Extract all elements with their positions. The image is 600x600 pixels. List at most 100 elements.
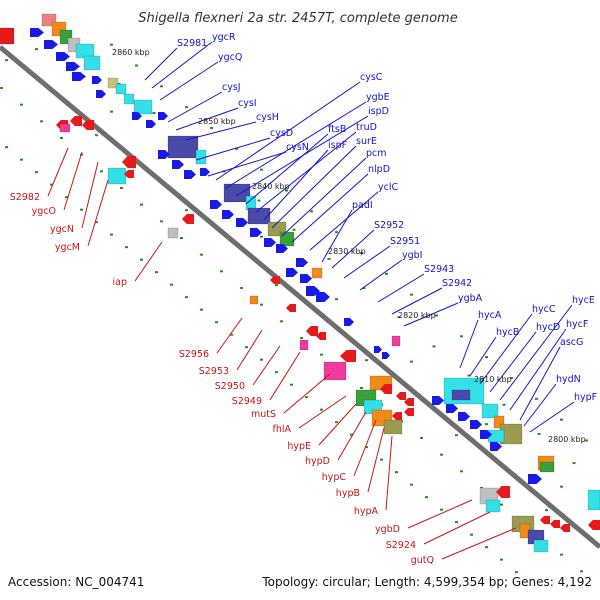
gc-tick [135,64,138,67]
kbp-label: 2860 kbp [112,48,150,57]
upper-leader-line [151,41,213,89]
lower-leader-line [81,161,99,229]
gc-tick [360,251,363,254]
upper-gene-label[interactable]: ispF [328,140,347,151]
upper-gene-label[interactable]: hydN [556,374,581,385]
lower-gene-label[interactable]: S2956 [179,349,209,360]
lower-leader-line [318,403,357,446]
gc-tick [260,168,263,171]
upper-gene-label[interactable]: hycD [536,322,560,333]
gc-tick [585,439,588,442]
gene-block [587,489,600,511]
lower-gene-label[interactable]: S2950 [215,381,245,392]
upper-gene-label[interactable]: cysJ [222,82,241,93]
lower-gene-label[interactable]: ygcN [50,224,74,235]
gene-arrow [344,318,354,326]
gc-tick [275,284,278,287]
gc-tick [420,436,423,439]
gc-tick [365,446,368,449]
upper-gene-label[interactable]: hycC [532,304,556,315]
gene-arrow [396,392,406,400]
lower-gene-label[interactable]: S2953 [199,366,229,377]
upper-gene-label[interactable]: cysD [270,128,293,139]
gc-tick [275,371,278,374]
gc-tick [410,293,413,296]
gc-tick [410,360,413,363]
upper-leader-line [331,229,375,269]
lower-gene-label[interactable]: mutS [251,409,276,420]
upper-gene-label[interactable]: cysI [238,98,257,109]
accession-text: Accession: NC_004741 [8,575,144,589]
upper-gene-label[interactable]: ygbA [458,293,483,304]
gene-arrow [496,486,510,498]
upper-leader-line [263,149,329,221]
gc-tick [285,189,288,192]
gc-tick [60,136,63,139]
gc-tick [560,418,563,421]
gc-tick [455,434,458,437]
lower-gene-label[interactable]: S2982 [10,192,40,203]
gene-block [107,77,119,89]
lower-gene-label[interactable]: hypD [305,456,330,467]
lower-gene-label[interactable]: hypC [322,472,347,483]
upper-gene-label[interactable]: S2951 [390,236,420,247]
upper-gene-label[interactable]: ftsB [328,124,346,135]
upper-gene-label[interactable]: ispD [368,106,389,117]
gene-block [383,419,403,435]
lower-leader-line [87,179,109,247]
gc-tick [230,333,233,336]
gene-arrow [380,384,392,394]
gene-block [279,231,295,247]
lower-gene-label[interactable]: S2949 [232,396,262,407]
upper-gene-label[interactable]: yclC [378,182,398,193]
gc-tick [320,353,323,356]
lower-gene-label[interactable]: hypA [354,506,379,517]
gc-tick [160,220,163,223]
upper-gene-label[interactable]: truD [356,122,377,133]
lower-gene-label[interactable]: hypB [336,488,360,499]
kbp-label: 2840 kbp [252,182,290,191]
lower-leader-line [441,527,517,560]
gc-tick [515,571,518,574]
upper-gene-label[interactable]: ygbE [366,92,390,103]
lower-gene-label[interactable]: hypE [287,441,311,452]
upper-gene-label[interactable]: S2981 [177,38,207,49]
upper-gene-label[interactable]: cysN [286,142,309,153]
kbp-label: 2800 kbp [548,435,586,444]
lower-gene-label[interactable]: ygcO [32,206,56,217]
upper-gene-label[interactable]: hycE [572,295,595,306]
upper-leader-line [499,304,573,401]
lower-gene-label[interactable]: S2924 [386,540,416,551]
lower-gene-label[interactable]: iap [113,277,128,288]
upper-gene-label[interactable]: ygcQ [218,52,242,63]
gc-tick [35,48,38,51]
lower-gene-label[interactable]: fhlA [272,424,291,435]
gene-arrow [316,292,330,302]
upper-gene-label[interactable]: hycB [496,327,519,338]
upper-gene-label[interactable]: ygbI [402,250,422,261]
upper-gene-label[interactable]: hycF [566,319,588,330]
upper-gene-label[interactable]: S2952 [374,220,404,231]
upper-gene-label[interactable]: nlpD [368,164,390,175]
upper-gene-label[interactable]: ascG [560,337,583,348]
lower-gene-label[interactable]: ygbD [375,524,400,535]
upper-gene-label[interactable]: surE [356,136,377,147]
upper-gene-label[interactable]: S2943 [424,264,454,275]
upper-leader-line [281,157,367,237]
upper-gene-label[interactable]: padI [352,200,373,211]
upper-leader-line [159,61,219,101]
gene-block [115,83,127,95]
upper-gene-label[interactable]: ygcR [212,32,236,43]
upper-gene-label[interactable]: S2942 [442,278,472,289]
upper-gene-label[interactable]: hycA [478,310,502,321]
lower-gene-label[interactable]: gutQ [411,555,434,566]
kbp-label: 2850 kbp [198,117,236,126]
gene-arrow [146,120,156,128]
gc-tick [280,320,283,323]
upper-gene-label[interactable]: hypF [574,392,597,403]
upper-gene-label[interactable]: cysH [256,112,279,123]
upper-gene-label[interactable]: cysC [360,72,383,83]
lower-gene-label[interactable]: ygcM [55,242,80,253]
upper-gene-label[interactable]: pcm [366,148,387,159]
